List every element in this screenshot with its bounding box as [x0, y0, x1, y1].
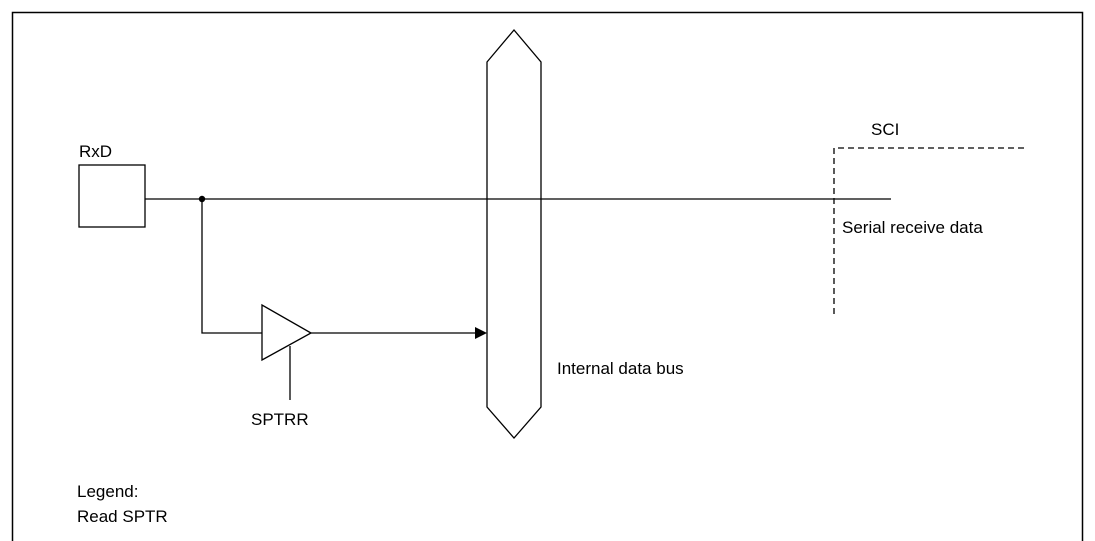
sptrr-label: SPTRR [251, 410, 309, 429]
bus-arrowhead [475, 327, 487, 339]
rxd-pin-box [78, 164, 146, 228]
buffer-triangle [261, 303, 313, 362]
sci-boundary-dashed [833, 147, 1025, 314]
sci-label: SCI [871, 120, 899, 139]
diagram-frame [11, 11, 1084, 541]
internal-data-bus-label: Internal data bus [557, 359, 684, 378]
internal-data-bus-shape [486, 28, 542, 439]
serial-receive-data-label: Serial receive data [842, 218, 983, 237]
legend-title: Legend: [77, 482, 138, 501]
rxd-label: RxD [79, 142, 112, 161]
branch-line [201, 199, 262, 334]
legend-item-read-sptr: Read SPTR [77, 507, 168, 526]
